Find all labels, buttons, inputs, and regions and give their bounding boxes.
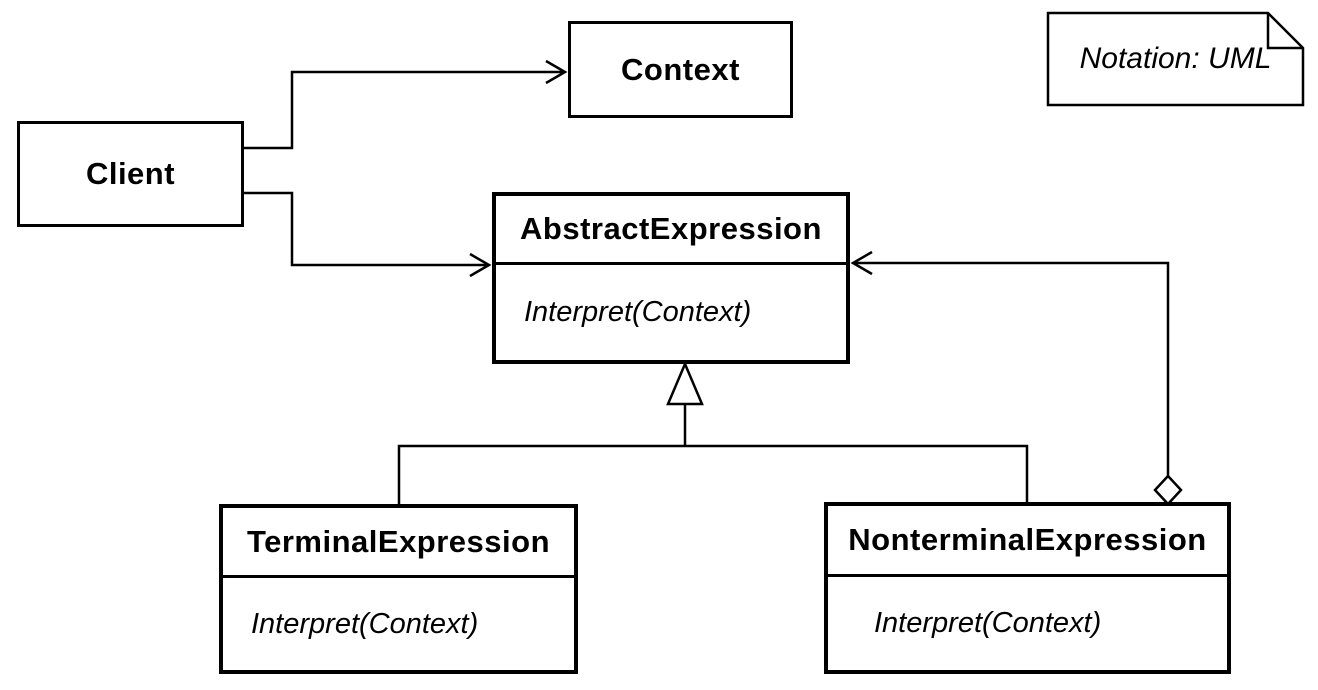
- association-client-context-line: [244, 70, 563, 150]
- abstract-expression-method: Interpret(Context): [524, 296, 752, 328]
- open-arrowhead-icon: [469, 252, 492, 278]
- association-client-abstract-expression: [244, 191, 492, 278]
- note-label: Notation: UML: [1079, 42, 1272, 75]
- association-client-abstract-line: [244, 191, 487, 267]
- client-class-box: Client: [17, 121, 244, 227]
- aggregation-connector: [850, 250, 1183, 506]
- inheritance-connector: [397, 360, 1029, 504]
- hollow-diamond-icon: [1153, 474, 1183, 506]
- abstract-expression-class-box: AbstractExpression Interpret(Context): [492, 192, 850, 364]
- context-class-name: Context: [621, 51, 740, 87]
- note-fold-icon: [1266, 13, 1303, 50]
- inheritance-branch-line: [397, 444, 1029, 504]
- nonterminal-expression-class-name: NonterminalExpression: [828, 506, 1227, 577]
- nonterminal-expression-class-box: NonterminalExpression Interpret(Context): [824, 502, 1231, 674]
- terminal-expression-class-box: TerminalExpression Interpret(Context): [219, 504, 578, 674]
- open-arrowhead-icon: [545, 59, 568, 85]
- note-shape: [1046, 11, 1305, 107]
- context-class-box: Context: [568, 21, 793, 118]
- hollow-triangle-icon: [666, 360, 704, 406]
- nonterminal-expression-method: Interpret(Context): [874, 607, 1102, 639]
- note-outline: [1046, 11, 1305, 107]
- client-class-name: Client: [85, 156, 176, 191]
- terminal-expression-method: Interpret(Context): [251, 607, 479, 640]
- terminal-expression-class-name: TerminalExpression: [223, 508, 574, 578]
- abstract-expression-class-name: AbstractExpression: [496, 196, 846, 265]
- aggregation-line: [855, 261, 1170, 477]
- open-arrowhead-icon: [850, 250, 873, 276]
- association-client-context: [244, 59, 568, 150]
